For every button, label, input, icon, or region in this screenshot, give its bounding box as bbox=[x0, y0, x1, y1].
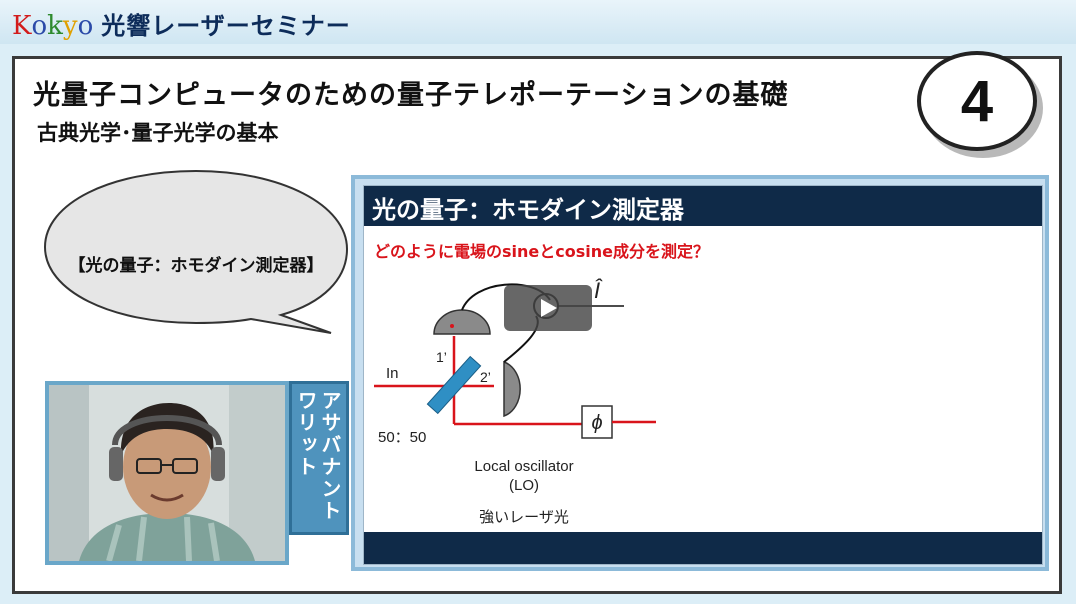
phase-symbol: ϕ bbox=[591, 412, 602, 434]
detector-2-label: 2’ bbox=[480, 369, 491, 385]
slide-panel: 光の量子：ホモダイン測定器 どのように電場のsineとcosine成分を測定？ bbox=[351, 175, 1049, 571]
slide: 光の量子：ホモダイン測定器 どのように電場のsineとcosine成分を測定？ bbox=[363, 185, 1043, 565]
phase-shifter: ϕ bbox=[581, 405, 613, 439]
splitter-ratio-label: 50：50 bbox=[378, 429, 426, 446]
speech-bubble bbox=[43, 169, 349, 334]
input-label: In bbox=[386, 365, 399, 382]
operator-symbol: Î bbox=[594, 278, 603, 303]
slide-question: どのように電場のsineとcosine成分を測定？ bbox=[374, 242, 709, 261]
brand-letter: y bbox=[62, 11, 78, 41]
homodyne-diagram: ϕ In 50：50 1’ 2’ Î Local oscillator (LO)… bbox=[374, 278, 656, 526]
brand-seminar-name: 光響レーザーセミナー bbox=[101, 12, 351, 40]
brand-letter: k bbox=[47, 11, 63, 41]
lo-label: Local oscillator bbox=[474, 458, 573, 475]
lecture-title: 光量子コンピュータのための量子テレポーテーションの基礎 bbox=[33, 80, 789, 111]
beam-splitter bbox=[426, 355, 482, 415]
laser-label: 強いレーザ光 bbox=[479, 509, 569, 526]
brand-letter: o bbox=[31, 11, 48, 41]
video-play-button[interactable] bbox=[504, 285, 592, 331]
brand-letter: o bbox=[77, 11, 94, 41]
lecture-subtitle: 古典光学･量子光学の基本 bbox=[37, 121, 279, 145]
detector-1-label: 1’ bbox=[436, 349, 447, 365]
lecture-number-badge: 4 bbox=[917, 51, 1037, 151]
slide-heading: 光の量子：ホモダイン測定器 bbox=[364, 186, 1042, 226]
top-banner: K o k y o 光響レーザーセミナー bbox=[0, 0, 1076, 44]
speech-bubble-text: 【光の量子：ホモダイン測定器】 bbox=[68, 256, 324, 276]
play-icon bbox=[541, 299, 557, 317]
presenter-nameplate: アサバナントワリット bbox=[289, 381, 349, 535]
lecture-frame: 光量子コンピュータのための量子テレポーテーションの基礎 古典光学･量子光学の基本… bbox=[12, 51, 1062, 594]
brand-letter: K bbox=[12, 11, 32, 41]
detector-1-icon bbox=[433, 309, 491, 335]
presenter-video bbox=[45, 381, 289, 565]
detector-2-icon bbox=[503, 360, 521, 418]
brand-logo: K o k y o 光響レーザーセミナー bbox=[12, 6, 351, 41]
presenter-avatar bbox=[49, 385, 285, 561]
slide-footer bbox=[364, 532, 1042, 564]
lo-label-abbrev: (LO) bbox=[509, 477, 539, 494]
